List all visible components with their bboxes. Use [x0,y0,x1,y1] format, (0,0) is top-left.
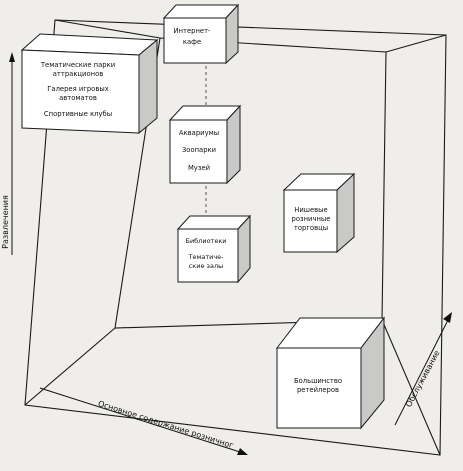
axis-vertical: Развлечения [1,52,15,255]
box-libraries: Библиотеки Тематиче- ские залы [176,214,252,284]
box-most-retailers: Большинство ретейлеров [275,316,386,430]
arrow-right-icon [237,448,248,455]
box-theme-parks-line-4: Галерея игровых [47,85,108,93]
box-libraries-line-4: ские залы [189,262,224,270]
box-most-retailers-line-1: Большинство [294,377,342,385]
arrow-up-icon [9,52,15,62]
cube-edge-top-left [54,19,161,39]
axis-horizontal: Основное содержание розничног [39,387,248,455]
box-aquariums-line-1: Аквариумы [179,129,219,137]
box-niche-retail: Нишевые розничные торговцы [282,172,356,254]
box-theme-parks-line-2: аттракционов [53,70,103,78]
axis-label-horizontal: Основное содержание розничног [97,399,235,450]
axis-label-depth: Обслуживание [404,349,441,409]
box-most-retailers-line-2: ретейлеров [297,386,339,394]
box-internet-cafe-line-2: кафе [183,38,201,46]
arrow-up-right-icon [443,312,452,323]
box-libraries-line-3: Тематиче- [187,253,224,261]
box-aquariums-line-5: Музей [188,164,210,172]
box-niche-retail-line-1: Нишевые [294,206,327,214]
box-theme-parks-line-1: Тематические парки [40,61,115,69]
box-theme-parks-line-7: Спортивные клубы [44,110,112,118]
box-niche-retail-line-2: розничные [292,215,331,223]
box-aquariums-line-3: Зоопарки [182,146,216,154]
box-libraries-line-1: Библиотеки [186,237,227,245]
box-aquariums: Аквариумы Зоопарки Музей [168,104,242,185]
cube-edge-bottom-left [24,327,116,406]
box-internet-cafe-line-1: Интернет- [173,27,211,35]
axis-depth: Обслуживание [394,312,452,426]
axis-label-vertical: Развлечения [1,195,10,249]
box-theme-parks: Тематические парки аттракционов Галерея … [20,33,159,135]
cube-edge-bottom-right [381,319,441,456]
box-internet-cafe: Интернет- кафе [162,3,240,65]
cube-edge-top-right [385,34,447,53]
box-theme-parks-line-5: автоматов [59,94,97,102]
box-niche-retail-line-3: торговцы [294,224,328,232]
